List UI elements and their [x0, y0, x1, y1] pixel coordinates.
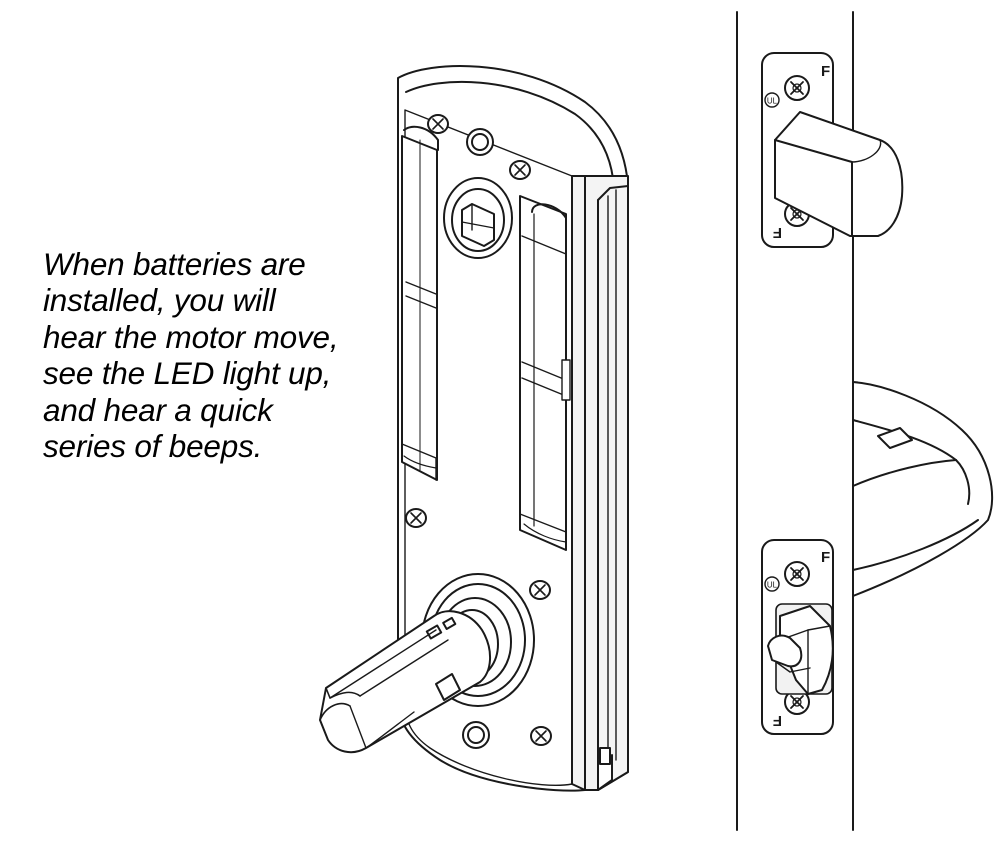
screw-icon [784, 561, 810, 587]
screw-icon [529, 580, 551, 600]
screw-icon [405, 508, 427, 528]
mounting-hole-inner [471, 133, 489, 151]
caption-line-2: installed, you will [43, 282, 276, 319]
caption-line-5: and hear a quick [43, 391, 273, 428]
screw-icon [509, 160, 531, 180]
mounting-hole [466, 128, 494, 156]
ul-mark-icon: UL [764, 576, 780, 592]
spindle-housing [443, 177, 513, 259]
ul-mark-label: UL [767, 97, 778, 106]
latch-plate-bottom: UL F F [761, 539, 834, 735]
faceplate-mark-f: F [821, 549, 830, 566]
lock-body [319, 65, 629, 792]
faceplate-mark-f: F [821, 63, 830, 80]
latch-plate-top: UL F F [761, 52, 904, 248]
escutcheon-inner-rim [405, 80, 615, 769]
caption-line-1: When batteries are [43, 246, 306, 282]
caption-line-3: hear the motor move, [43, 318, 339, 355]
tailpiece-slot [442, 616, 457, 630]
spring-latch [767, 603, 834, 695]
deadbolt [774, 111, 904, 237]
mounting-hole [462, 721, 490, 749]
exterior-lever [852, 381, 994, 597]
screw-icon [530, 726, 552, 746]
lever-tailpiece [319, 610, 491, 754]
escutcheon-side-wall [571, 175, 629, 791]
faceplate-mark-f-inverted: F [773, 712, 782, 729]
screw-icon [427, 114, 449, 134]
ul-mark-label: UL [767, 581, 778, 590]
instruction-caption: When batteries are installed, you will h… [43, 246, 373, 464]
battery-left [401, 125, 439, 481]
battery-right [519, 195, 571, 551]
tailpiece-tab [435, 673, 461, 701]
caption-line-4: see the LED light up, [43, 355, 332, 392]
faceplate-mark-f-inverted: F [773, 224, 782, 241]
mounting-hole-inner [467, 726, 485, 744]
side-bottom-notch [599, 747, 611, 765]
ul-mark-icon: UL [764, 92, 780, 108]
side-top-bevel [597, 185, 629, 201]
caption-line-6: series of beeps. [43, 428, 263, 465]
screw-icon [784, 75, 810, 101]
tailpiece-slot [425, 624, 443, 640]
